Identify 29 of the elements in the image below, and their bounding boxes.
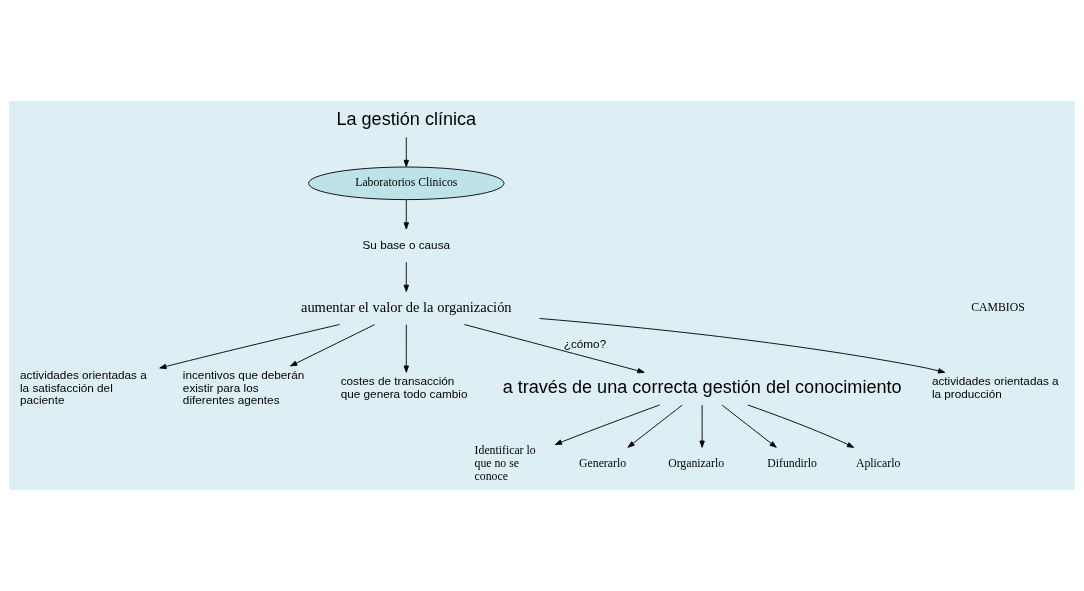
node-text: costes de transacción que genera todo cambio <box>340 374 468 401</box>
node-text: actividades orientadas a la satisfacción del paciente <box>20 368 147 407</box>
arrow <box>721 404 777 448</box>
arrow <box>159 324 340 370</box>
node-text: Aplicarlo <box>855 456 901 470</box>
node-text: aumentar el valor de la organización <box>300 298 512 315</box>
node-text: a través de una correcta gestión del conocimiento <box>502 377 902 398</box>
node-text: Generarlo <box>579 456 627 470</box>
node-text: Identificar lo que no se conoce <box>474 444 536 483</box>
arrow <box>627 404 683 448</box>
arrow <box>747 404 855 448</box>
arrow <box>403 136 409 168</box>
arrow <box>554 404 661 445</box>
arrow <box>403 199 409 230</box>
node-text: Su base o causa <box>362 237 451 251</box>
node-text: Difundirlo <box>767 456 817 470</box>
node-text: actividades orientadas a la producción <box>931 374 1059 401</box>
node-text: Organizarlo <box>668 456 725 470</box>
node-ellipse: Laboratorios Clinicos <box>308 166 505 201</box>
label: CAMBIOS <box>971 301 1025 315</box>
arrow <box>403 324 409 373</box>
arrow <box>290 324 376 367</box>
arrow <box>539 318 946 374</box>
arrow <box>463 324 645 374</box>
node-text: incentivos que deberán existir para los diferentes agentes <box>182 368 305 407</box>
node-text: La gestión clínica <box>336 109 477 130</box>
arrow <box>699 404 705 448</box>
edge-label: ¿cómo? <box>563 337 607 351</box>
arrow <box>403 261 409 292</box>
